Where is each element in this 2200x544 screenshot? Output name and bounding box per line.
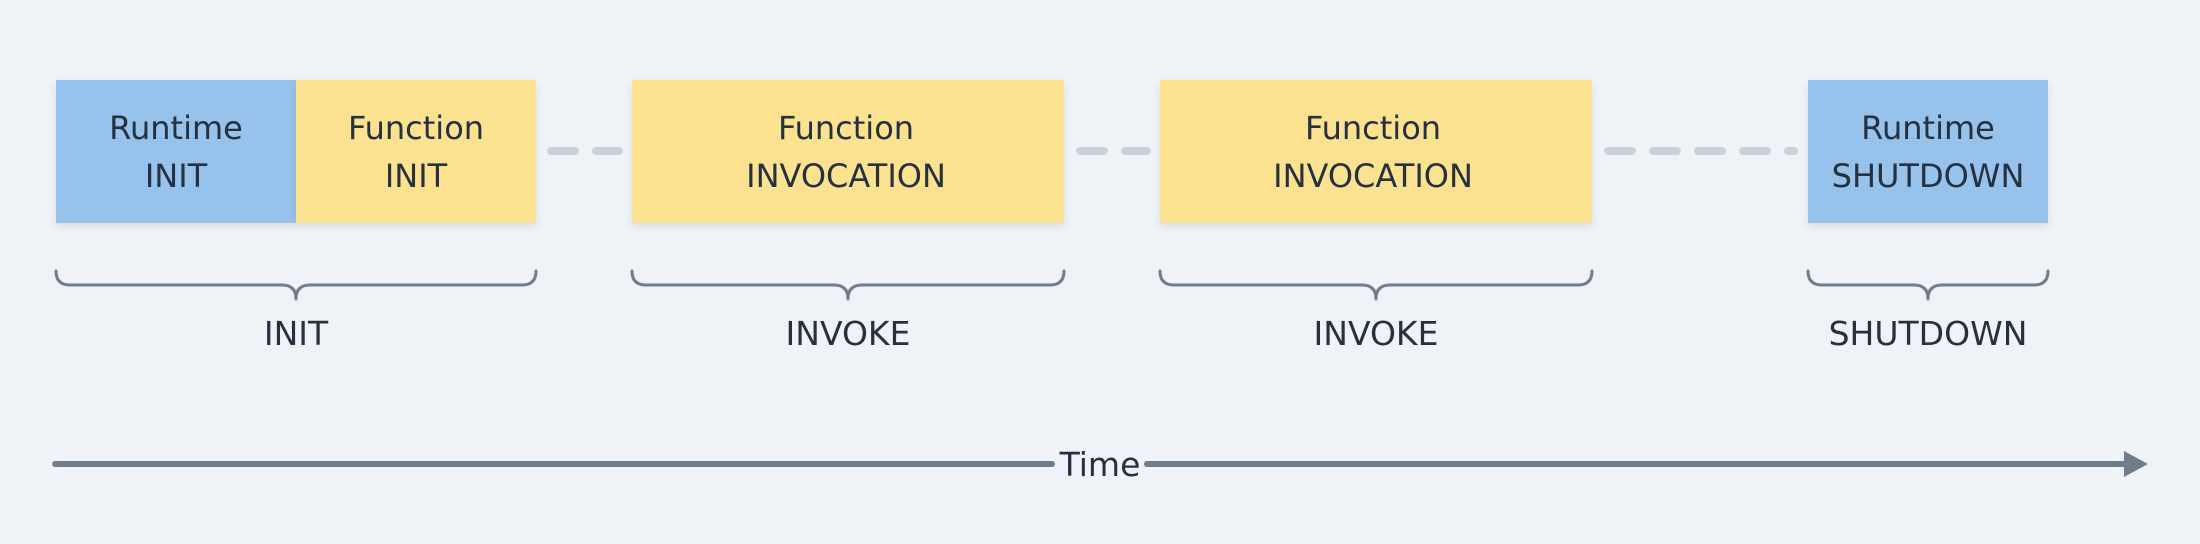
runtime-init-line2: INIT: [145, 157, 208, 195]
timeline-arrowhead: [2124, 451, 2148, 477]
invocation-1-line2: INVOCATION: [746, 157, 946, 195]
invocation-2-line1: Function: [1305, 109, 1441, 147]
invocation-1-line1: Function: [778, 109, 914, 147]
runtime-shutdown-line2: SHUTDOWN: [1832, 157, 2025, 195]
phase-label-init: INIT: [264, 314, 329, 353]
function-invocation-box-1: [632, 80, 1064, 223]
runtime-shutdown-box: [1808, 80, 2048, 223]
runtime-shutdown-line1: Runtime: [1861, 109, 1995, 147]
timeline-label: Time: [1059, 445, 1141, 484]
runtime-init-line1: Runtime: [109, 109, 243, 147]
init-brace: [54, 269, 538, 301]
function-init-box: [296, 80, 536, 223]
invoke-2-brace: [1158, 269, 1594, 301]
phase-label-invoke-1: INVOKE: [786, 314, 911, 353]
function-invocation-box-2: [1160, 80, 1592, 223]
function-invocation-rect-2: [1160, 80, 1592, 223]
runtime-shutdown-rect: [1808, 80, 2048, 223]
function-invocation-rect-1: [632, 80, 1064, 223]
function-init-rect: [296, 80, 536, 223]
function-init-line2: INIT: [385, 157, 448, 195]
phase-label-shutdown: SHUTDOWN: [1829, 314, 2028, 353]
invocation-2-line2: INVOCATION: [1273, 157, 1473, 195]
invoke-1-brace: [630, 269, 1066, 301]
shutdown-brace: [1806, 269, 2050, 301]
runtime-init-box: [56, 80, 296, 223]
function-init-line1: Function: [348, 109, 484, 147]
phase-label-invoke-2: INVOKE: [1314, 314, 1439, 353]
runtime-init-rect: [56, 80, 296, 223]
